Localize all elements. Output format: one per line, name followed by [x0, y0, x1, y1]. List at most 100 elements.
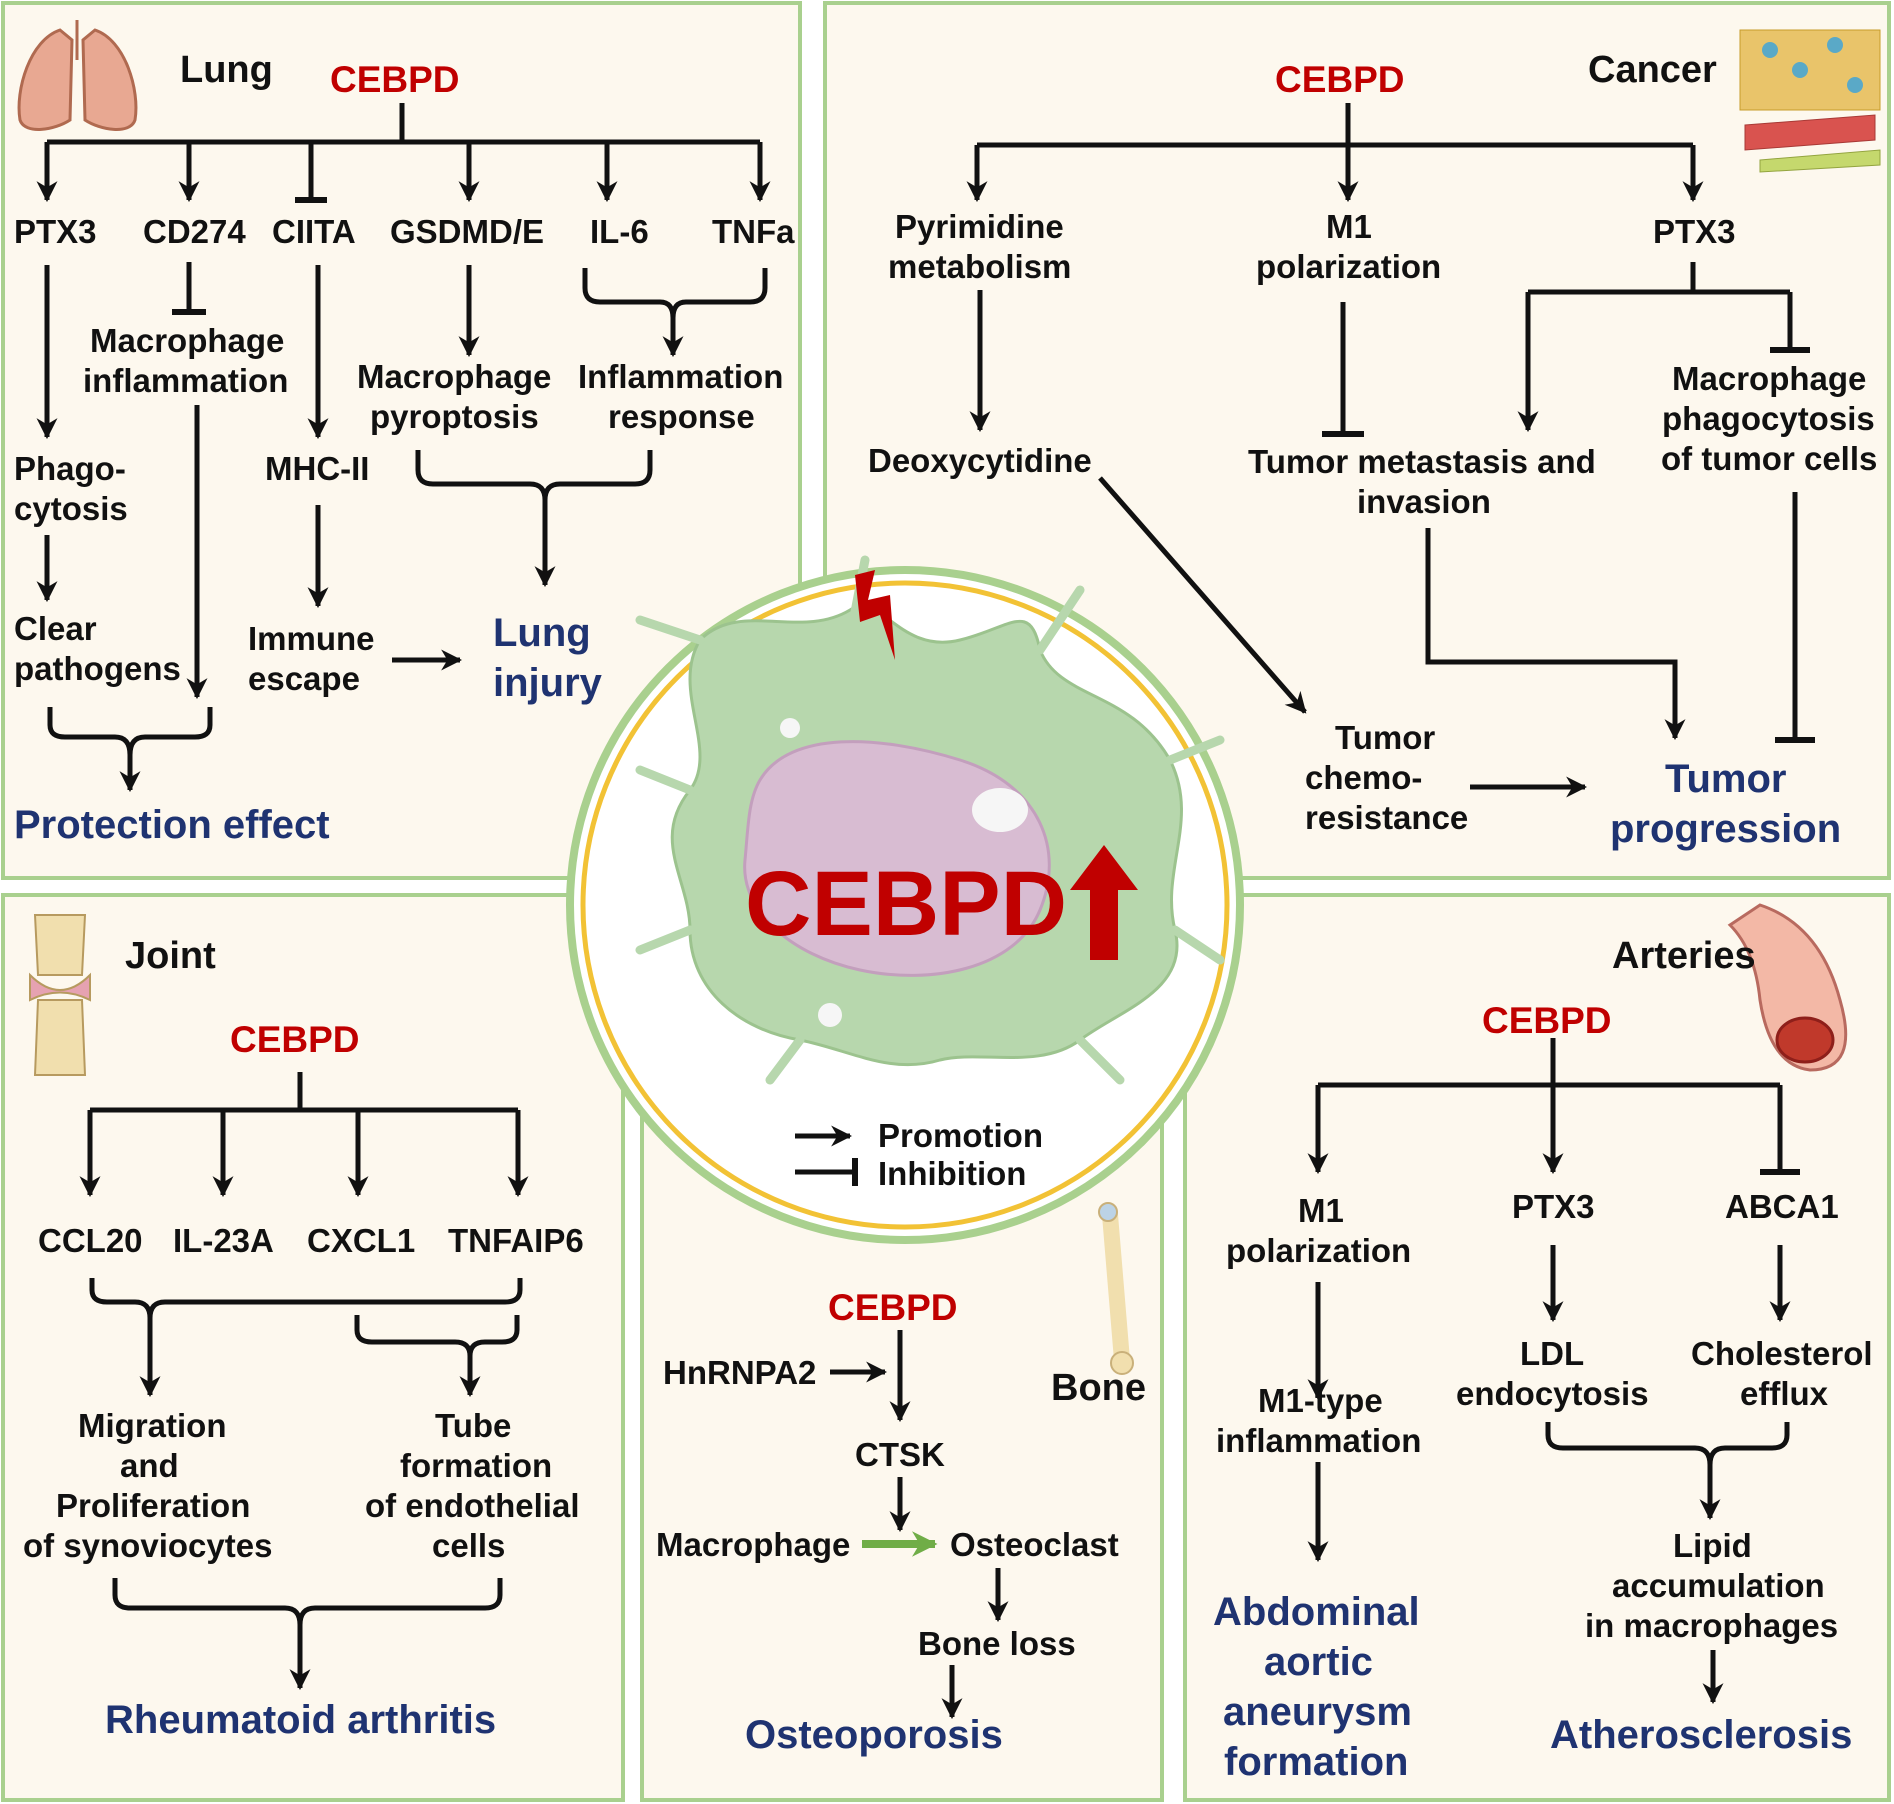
cancer-progression-2: progression — [1610, 807, 1841, 851]
arteries-labels: Arteries CEBPD M1 polarization PTX3 ABCA… — [1213, 935, 1873, 1784]
arteries-m1-2: polarization — [1226, 1232, 1411, 1269]
tumor-tissue-icon — [1739, 29, 1881, 173]
lung-title: Lung — [180, 49, 273, 91]
joint-labels: Joint CEBPD CCL20 IL-23A CXCL1 TNFAIP6 M… — [23, 935, 584, 1742]
lightning-bolt-icon — [855, 570, 895, 660]
cancer-progression-1: Tumor — [1665, 757, 1786, 801]
cancer-pyr-1: Pyrimidine — [895, 208, 1064, 245]
legend-promotion: Promotion — [878, 1117, 1043, 1154]
joint-target-cxcl1: CXCL1 — [307, 1222, 415, 1259]
joint-target-tnfaip6: TNFAIP6 — [448, 1222, 584, 1259]
cancer-section — [966, 29, 1881, 798]
joint-target-ccl20: CCL20 — [38, 1222, 143, 1259]
arteries-m1type-2: inflammation — [1216, 1422, 1421, 1459]
arteries-ldl-2: endocytosis — [1456, 1375, 1649, 1412]
nucleus — [743, 740, 1051, 977]
arteries-m1type-1: M1-type — [1258, 1382, 1383, 1419]
lung-inflam-resp-2: response — [608, 398, 755, 435]
bone-icon — [1098, 1202, 1134, 1375]
cancer-phago-3: of tumor cells — [1661, 440, 1877, 477]
arteries-ldl-1: LDL — [1520, 1335, 1584, 1372]
bone-hnrnpa2: HnRNPA2 — [663, 1354, 816, 1391]
cancer-chemo-3: resistance — [1305, 799, 1468, 836]
lung-pyro-2: pyroptosis — [370, 398, 539, 435]
lung-immune-2: escape — [248, 660, 360, 697]
lung-target-tnfa: TNFa — [712, 213, 795, 250]
artery-icon — [1727, 903, 1848, 1072]
lung-phago-1: Phago- — [14, 450, 126, 487]
bone-ctsk: CTSK — [855, 1436, 945, 1473]
bone-section — [830, 1202, 1134, 1720]
lung-phago-2: cytosis — [14, 490, 128, 527]
arteries-aaa-4: formation — [1224, 1740, 1408, 1784]
legend-inhibition: Inhibition — [878, 1155, 1026, 1192]
joint-migration-4: of synoviocytes — [23, 1527, 272, 1564]
arteries-title: Arteries — [1612, 935, 1756, 977]
joint-title: Joint — [125, 935, 216, 977]
cancer-labels: Cancer CEBPD Pyrimidine metabolism M1 po… — [868, 49, 1877, 851]
joint-tube-2: formation — [400, 1447, 552, 1484]
lung-target-ciita: CIITA — [272, 213, 356, 250]
center-cell: CEBPD Promotion Inhibition — [566, 555, 1244, 1244]
joint-migration-3: Proliferation — [56, 1487, 250, 1524]
lung-labels: Lung CEBPD PTX3 CD274 CIITA GSDMD/E IL-6… — [14, 49, 795, 847]
lung-immune-1: Immune — [248, 620, 375, 657]
center-label: CEBPD — [745, 853, 1067, 955]
joint-migration-2: and — [120, 1447, 179, 1484]
arteries-lipid-1: Lipid — [1673, 1527, 1752, 1564]
knee-joint-icon — [29, 914, 91, 1076]
cancer-phago-2: phagocytosis — [1662, 400, 1875, 437]
cancer-phago-1: Macrophage — [1672, 360, 1866, 397]
joint-panel — [1, 893, 625, 1802]
lung-root: CEBPD — [330, 59, 460, 100]
cancer-m1-2: polarization — [1256, 248, 1441, 285]
arteries-m1-1: M1 — [1298, 1192, 1344, 1229]
lung-injury-1: Lung — [493, 611, 591, 655]
lung-pyro-1: Macrophage — [357, 358, 551, 395]
lung-protection: Protection effect — [14, 803, 330, 847]
bone-root: CEBPD — [828, 1287, 958, 1328]
arteries-chol-1: Cholesterol — [1691, 1335, 1873, 1372]
arteries-aaa-3: aneurysm — [1223, 1690, 1412, 1734]
arteries-aaa-2: aortic — [1264, 1640, 1373, 1684]
joint-tube-3: of endothelial — [365, 1487, 580, 1524]
cancer-chemo-1: Tumor — [1335, 719, 1435, 756]
up-arrow-icon — [1070, 845, 1138, 960]
lung-inflam-resp-1: Inflammation — [578, 358, 783, 395]
cancer-deoxy: Deoxycytidine — [868, 442, 1092, 479]
joint-tube-1: Tube — [435, 1407, 511, 1444]
lung-target-gsdmd: GSDMD/E — [390, 213, 544, 250]
joint-tube-4: cells — [432, 1527, 505, 1564]
arteries-lipid-3: in macrophages — [1585, 1607, 1838, 1644]
bone-osteoclast: Osteoclast — [950, 1526, 1119, 1563]
bone-labels: Bone CEBPD HnRNPA2 CTSK Macrophage Osteo… — [656, 1287, 1146, 1757]
joint-root: CEBPD — [230, 1019, 360, 1060]
arteries-athero: Atherosclerosis — [1550, 1713, 1852, 1757]
arteries-root: CEBPD — [1482, 1000, 1612, 1041]
cancer-title: Cancer — [1588, 49, 1717, 91]
cancer-chemo-2: chemo- — [1305, 759, 1422, 796]
cancer-metastasis-2: invasion — [1357, 483, 1491, 520]
bone-outcome: Osteoporosis — [745, 1713, 1003, 1757]
lung-target-ptx3: PTX3 — [14, 213, 97, 250]
cancer-ptx3: PTX3 — [1653, 213, 1736, 250]
lung-section — [17, 20, 771, 793]
joint-section — [29, 914, 529, 1691]
bone-title: Bone — [1051, 1367, 1146, 1409]
legend: Promotion Inhibition — [795, 1117, 1043, 1192]
joint-outcome: Rheumatoid arthritis — [105, 1698, 496, 1742]
lung-target-cd274: CD274 — [143, 213, 246, 250]
lung-icon — [17, 20, 138, 131]
arteries-lipid-2: accumulation — [1612, 1567, 1825, 1604]
lung-mhc: MHC-II — [265, 450, 369, 487]
lung-mac-inflam-1: Macrophage — [90, 322, 284, 359]
joint-migration-1: Migration — [78, 1407, 226, 1444]
arteries-section — [1307, 903, 1848, 1705]
lung-injury-2: injury — [493, 661, 603, 705]
lung-clear-1: Clear — [14, 610, 97, 647]
cancer-root: CEBPD — [1275, 59, 1405, 100]
arteries-chol-2: efflux — [1740, 1375, 1829, 1412]
cancer-metastasis-1: Tumor metastasis and — [1248, 443, 1596, 480]
arteries-aaa-1: Abdominal — [1213, 1590, 1420, 1634]
